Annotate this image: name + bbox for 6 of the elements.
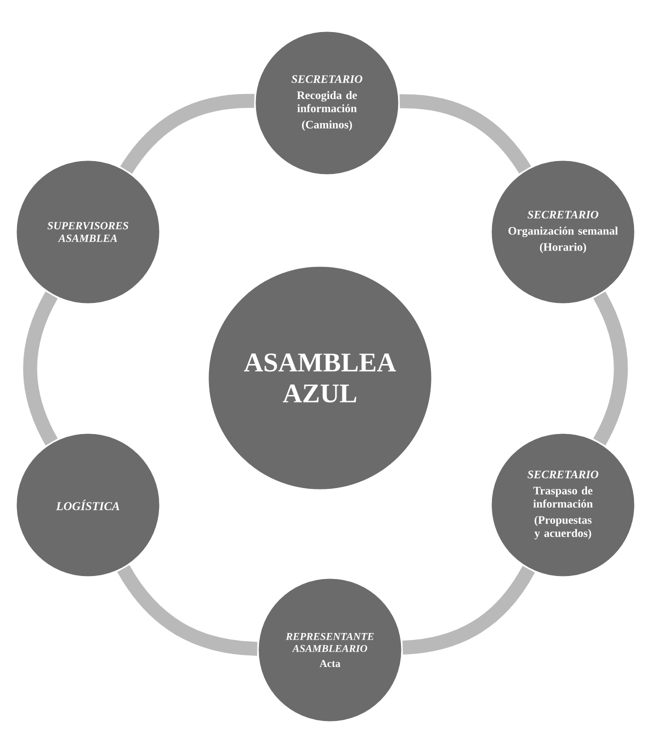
ring-segment [593, 292, 628, 446]
ring-segment [120, 94, 254, 174]
ring-segment [23, 292, 58, 446]
ring-segment [117, 564, 258, 656]
ring-segment [400, 94, 531, 174]
ring-segment [402, 566, 535, 655]
